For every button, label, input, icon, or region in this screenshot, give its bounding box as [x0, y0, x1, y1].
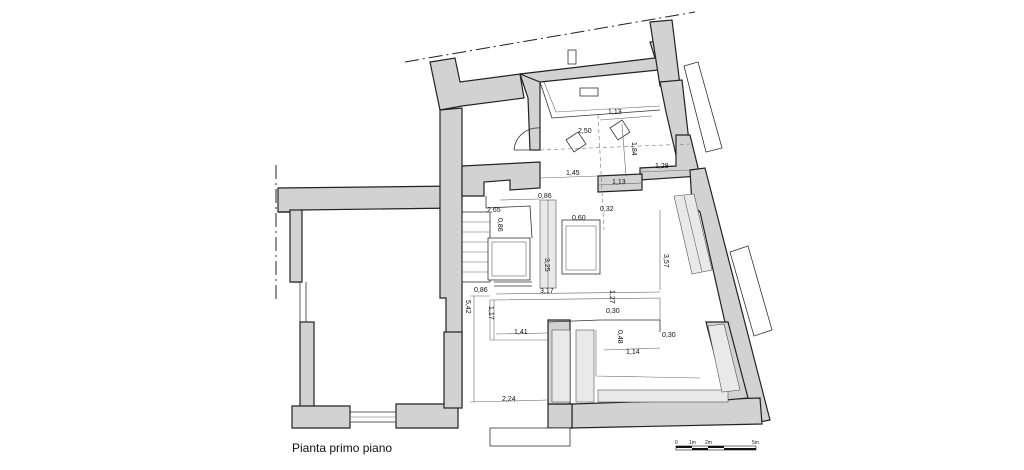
dim-label: 1,13 [608, 109, 622, 116]
wall-bottom-center [547, 403, 573, 429]
desk [579, 87, 599, 97]
dimension-labels: 1,13 2,50 1,84 1,28 1,45 1,13 0,86 2,65 … [464, 109, 676, 403]
wall-left-side-upper-b [289, 209, 303, 283]
wall-mid-horizontal-right [597, 173, 643, 193]
wall-bottom-right [571, 397, 763, 429]
dim-label: 1,27 [608, 290, 615, 304]
dimension-lines [469, 115, 691, 403]
dim-label: 2,50 [578, 128, 592, 135]
shelf-bottom-left [551, 329, 571, 403]
cabinet [561, 219, 601, 275]
dim-label: 5,42 [464, 300, 471, 314]
shelf-bottom-right [597, 389, 729, 403]
dim-label: 1,84 [630, 142, 637, 156]
wall-small-room-right [519, 71, 541, 151]
shelf-corner-right [707, 323, 741, 393]
balcony-right-upper [683, 61, 723, 153]
dim-label: 1,14 [626, 349, 640, 356]
dim-label: 1,41 [514, 329, 528, 336]
plan-title: Pianta primo piano [292, 441, 392, 455]
shelf-bottom-center [575, 329, 595, 403]
balcony-bottom [489, 427, 571, 447]
dim-label: 1,28 [655, 163, 669, 170]
dim-label: 0,60 [572, 215, 586, 222]
scale-label: 5m [752, 440, 759, 446]
wall-left-top [277, 185, 459, 213]
dim-label: 0,86 [538, 193, 552, 200]
dim-label: 0,30 [662, 332, 676, 339]
dim-label: 1,13 [612, 179, 626, 186]
dim-label: 3,17 [540, 288, 554, 295]
dim-label: 0,32 [600, 206, 614, 213]
wall-mid-horizontal [461, 161, 541, 197]
dim-label: 0,30 [606, 308, 620, 315]
dim-label: 0,86 [474, 287, 488, 294]
wall-central-vertical-lower [443, 331, 463, 409]
chair-2 [609, 119, 631, 141]
wall-left-bottom [291, 405, 351, 429]
windows [299, 49, 773, 447]
scale-label: 0 [675, 440, 678, 446]
wall-top-left-block [429, 57, 525, 111]
dim-label: 2,24 [502, 396, 516, 403]
stair [461, 211, 532, 287]
chimney-top [567, 49, 577, 65]
wall-left-side-lower [299, 321, 315, 409]
dim-label: 1,45 [566, 170, 580, 177]
dim-label: 0,48 [616, 330, 623, 344]
chair-1 [565, 131, 587, 153]
scale-label: 1m [689, 440, 696, 446]
boundary-lines [275, 11, 696, 300]
wall-top-right-corner [649, 19, 681, 87]
furniture [461, 81, 741, 403]
scale-bar: 0 1m 2m 5m [675, 440, 759, 451]
dim-label: 1,17 [487, 306, 494, 320]
dim-label: 3,25 [543, 258, 550, 272]
dim-label: 3,57 [662, 254, 669, 268]
balcony-right-lower [729, 245, 773, 337]
dim-label: 0,86 [496, 218, 503, 232]
scale-label: 2m [705, 440, 712, 446]
dim-label: 2,65 [487, 207, 501, 214]
